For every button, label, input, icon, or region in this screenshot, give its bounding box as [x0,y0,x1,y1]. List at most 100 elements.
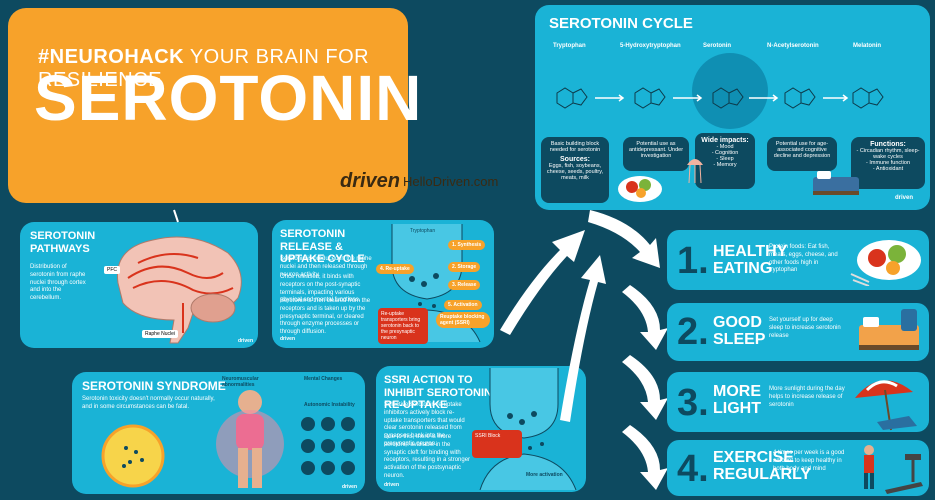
step-text: 4 times per week is a good amount to kee… [773,450,845,472]
ssri-block-box: SSRI Block [472,430,522,458]
molecule-label: Serotonin [703,43,731,49]
step-number: 1. [677,240,709,282]
cycle-box-text: Potential use as antidepressant. Under i… [628,141,684,159]
bed-icon [813,171,859,195]
brand-mark: driven [342,484,358,490]
cycle-box-tryptophan: Basic building block needed for serotoni… [541,137,609,203]
arrow-down-icon [622,285,668,350]
label-release: 3. Release [448,280,481,290]
step-number: 3. [677,382,709,424]
cycle-arrow [595,94,625,102]
list-item: - Antioxidant [872,166,904,172]
brand-mark: driven [238,338,254,344]
tick-mark [173,209,179,223]
treadmill-icon [864,445,923,494]
list-item: - Sleep [716,156,734,162]
step-text: Set yourself up for deep sleep to increa… [769,317,841,339]
step-text: More sunlight during the day helps to in… [769,386,845,408]
brand-mark: driven [895,195,914,201]
person-illustration [216,390,284,488]
release-title: SEROTONIN RELEASE & UPTAKE CYCLE [280,228,365,266]
cycle-box-text: Potential use for age-associated cogniti… [773,141,831,159]
step-card: 1. HEALTHY EATING Protein foods: Eat fis… [667,230,929,290]
release-text-3: Serotonin is then cleared from the recep… [280,298,371,336]
label-tryptophan: Tryptophan [410,228,436,234]
pathways-text: Distribution of serotonin from raphe nuc… [30,264,86,302]
cell-illustration [101,424,165,488]
beach-umbrella-icon [855,380,917,431]
pfc-label: PFC [104,266,120,274]
cycle-arrow [823,94,849,102]
melatonin-ring [868,88,884,106]
label-ssri: Reuptake blocking agent (SSRI) [436,312,490,328]
reuptake-note: Re-uptake transporters bring serotonin b… [378,308,428,344]
label-synthesis: 1. Synthesis [448,240,486,250]
release-panel: SEROTONIN RELEASE & UPTAKE CYCLE Seroton… [272,220,494,348]
pathways-panel: SEROTONIN PATHWAYS Distribution of serot… [20,222,258,348]
step-title: MORE LIGHT [713,383,761,417]
list-item: - Circadian rhythm, sleep-wake cycles [856,148,920,160]
step-number: 2. [677,311,709,353]
molecule-label: Tryptophan [553,43,586,49]
step-title: HEALTHY EATING [713,243,788,277]
symptom-icons [301,417,355,475]
ssri-panel: SSRI ACTION TO INHIBIT SEROTONIN RE-UPTA… [376,366,586,492]
arrow-down-icon [588,210,660,268]
header-subtitle: YOUR BRAIN FOR RESILIENCE [38,46,370,91]
tryptophan-ring [572,88,588,106]
label-reuptake: 4. Re-uptake [376,264,414,274]
cycle-title: SEROTONIN CYCLE [549,15,693,32]
cycle-box-text: Eggs, fish, soybeans, cheese, seeds, pou… [546,163,604,181]
cycle-arrow [673,94,703,102]
list-item: - Immune function [865,160,911,166]
list-item: - Cognition [711,150,739,156]
brand-website: HelloDriven.com [403,174,499,189]
arrow-up-icon [560,255,606,422]
header-line: #NEUROHACK YOUR BRAIN FOR RESILIENCE [38,46,408,92]
brain-illustration [116,236,242,344]
cycle-arrow [749,94,779,102]
title-card: #NEUROHACK YOUR BRAIN FOR RESILIENCE SER… [8,8,498,203]
col-autonomic: Autonomic Instability [304,402,355,408]
ssri-text-2: Due to this, there is more serotonin ava… [384,434,471,479]
list-item: - Memory [713,162,737,168]
food-plate-icon [850,240,921,286]
acetyl-ring [800,88,816,106]
pathways-title: SEROTONIN PATHWAYS [30,230,96,255]
cycle-box-serotonin: Wide impacts: - Mood - Cognition - Sleep… [695,133,755,189]
molecule-label: Melatonin [853,43,881,49]
raphe-label: Raphe Nuclei [142,330,179,338]
step-number: 4. [677,448,709,490]
molecule-structures [556,53,884,129]
molecule-label: 5-Hydroxytryptophan [620,43,681,49]
release-text-1: Serotonin is produced in the raphe nucle… [280,256,372,278]
arrow-down-icon [622,355,668,420]
jellyfish-icon [687,159,703,184]
step-card: 3. MORE LIGHT More sunlight during the d… [667,372,929,432]
arrow-down-icon [622,425,668,490]
cycle-box-nas: Potential use for age-associated cogniti… [767,137,837,171]
molecule-label: N-Acetylserotonin [767,43,819,49]
cycle-box-5htp: Potential use as antidepressant. Under i… [623,137,689,171]
ssri-title: SSRI ACTION TO INHIBIT SEROTONIN RE-UPTA… [384,374,492,412]
cycle-box-heading: Functions: [870,141,906,148]
col-mental: Mental Changes [304,376,343,382]
brand-logo: driven [340,170,401,192]
step-card: 2. GOOD SLEEP Set yourself up for deep s… [667,303,929,361]
serotonin-highlight [692,53,768,129]
food-plate-icon [618,176,662,202]
label-storage: 2. Storage [448,262,481,272]
hashtag: #NEUROHACK [38,46,185,68]
ssri-text-1: Selective serotonin re-uptake inhibitors… [384,402,465,447]
bed-icon [859,309,919,350]
col-neuromuscular: Neuromuscular abnormalities [222,376,259,388]
step-title: GOOD SLEEP [713,314,766,348]
hydroxy-ring [650,88,666,106]
step-card: 4. EXERCISE REGULARLY 4 times per week i… [667,440,929,496]
page-title: SEROTONIN [34,62,423,134]
release-text-2: Once released, it binds with receptors o… [280,274,361,304]
arrow-up-icon [500,230,585,335]
list-item: - Mood [716,144,734,150]
ssri-synapse-illustration [479,368,577,490]
